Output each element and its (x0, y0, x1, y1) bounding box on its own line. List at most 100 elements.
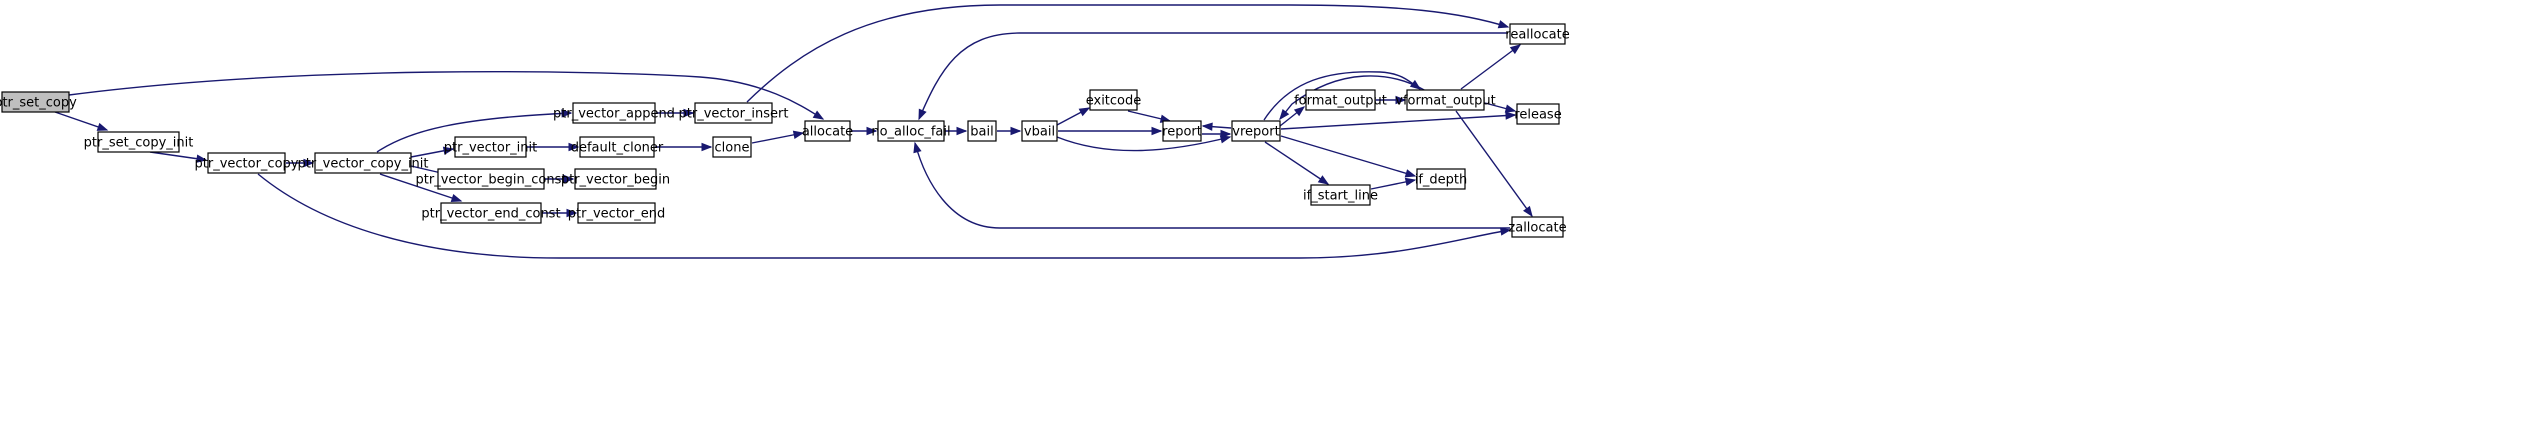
node-box[interactable] (877, 120, 945, 142)
edge-bail-to-vbail (997, 126, 1022, 136)
node-box[interactable] (1162, 120, 1202, 142)
node-box[interactable] (1305, 89, 1376, 111)
node-box[interactable] (1416, 168, 1466, 190)
node-release[interactable]: release (1514, 103, 1562, 125)
node-no-alloc-fail[interactable]: no_alloc_fail (871, 120, 951, 142)
edge-arrowhead (195, 154, 208, 163)
edge-vbail-to-vreport (1056, 135, 1232, 152)
node-if-depth[interactable]: if_depth (1415, 168, 1468, 190)
node-zallocate[interactable]: zallocate (1508, 216, 1567, 238)
node-ptr-vector-init[interactable]: ptr_vector_init (444, 136, 538, 158)
node-ptr-vector-end[interactable]: ptr_vector_end (568, 202, 665, 224)
node-box[interactable] (97, 131, 180, 153)
node-ptr-set-copy[interactable]: ptr_set_copy (0, 91, 77, 113)
node-box[interactable] (574, 168, 657, 190)
node-label: ptr_vector_copy_init (297, 157, 428, 172)
node-report[interactable]: report (1162, 120, 1202, 142)
node-ptr-vector-insert[interactable]: ptr_vector_insert (679, 102, 789, 124)
node-vreport[interactable]: vreport (1231, 120, 1281, 142)
node-box[interactable] (440, 202, 542, 224)
node-box[interactable] (454, 136, 527, 158)
edge-vformat_output-to-release (1484, 102, 1517, 113)
edge-arrowhead (1293, 106, 1306, 117)
edge-ptr_vector_append-to-ptr_vector_insert (656, 108, 695, 118)
node-bail[interactable]: bail (967, 120, 997, 142)
node-allocate[interactable]: allocate (802, 120, 853, 142)
node-vbail[interactable]: vbail (1021, 120, 1058, 142)
edge-format_output-to-vformat_output (1376, 95, 1407, 105)
node-label: ptr_vector_copy (195, 157, 299, 172)
edge-ptr_vector_copy_init-to-ptr_vector_end_const (379, 173, 463, 203)
node-ptr-vector-append[interactable]: ptr_vector_append (553, 102, 675, 124)
node-box[interactable] (579, 136, 655, 158)
node-label: reallocate (1505, 28, 1569, 43)
node-reallocate[interactable]: reallocate (1505, 23, 1570, 45)
node-label: if_start_line (1303, 189, 1378, 204)
edge-arrowhead (1504, 104, 1517, 113)
edge-arrowhead (1317, 175, 1330, 185)
node-box[interactable] (314, 152, 412, 174)
node-ptr-vector-copy[interactable]: ptr_vector_copy (195, 152, 299, 174)
node-ptr-vector-end-const[interactable]: ptr_vector_end_const (421, 202, 561, 224)
node-box[interactable] (804, 120, 851, 142)
edge-arrowhead (1499, 227, 1512, 236)
edge-ptr_vector_init-to-default_cloner (527, 142, 580, 152)
node-box[interactable] (1310, 184, 1371, 206)
node-ptr-vector-begin[interactable]: ptr_vector_begin (561, 168, 670, 190)
edge-ptr_vector_copy_init-to-ptr_vector_init (410, 146, 455, 158)
node-ptr-vector-copy-init[interactable]: ptr_vector_copy_init (297, 152, 429, 174)
node-label: allocate (802, 125, 853, 140)
call-graph-edges (54, 4, 1533, 259)
node-default-cloner[interactable]: default_cloner (571, 136, 664, 158)
node-if-start-line[interactable]: if_start_line (1303, 184, 1378, 206)
node-ptr-vector-begin-const[interactable]: ptr_vector_begin_const (416, 168, 567, 190)
edge-line (68, 70, 824, 120)
edge-arrowhead (450, 193, 463, 203)
edge-arrowhead (1151, 126, 1163, 136)
edge-vbail-to-exitcode (1056, 107, 1091, 126)
node-clone[interactable]: clone (712, 136, 752, 158)
node-box[interactable] (1406, 89, 1485, 111)
node-box[interactable] (1509, 23, 1566, 45)
node-box[interactable] (967, 120, 997, 142)
node-box[interactable] (1231, 120, 1281, 142)
node-format-output[interactable]: format_output (1294, 89, 1387, 111)
edge-arrowhead (1505, 111, 1517, 120)
node-vformat-output[interactable]: vformat_output (1395, 89, 1496, 111)
edge-ptr_set_copy-to-allocate (68, 70, 825, 120)
node-exitcode[interactable]: exitcode (1086, 89, 1142, 111)
edge-arrowhead (1220, 129, 1232, 139)
edge-ptr_set_copy_init-to-ptr_vector_copy (149, 151, 208, 163)
node-box[interactable] (572, 102, 656, 124)
node-box[interactable] (694, 102, 773, 124)
edge-ptr_vector_copy-to-zallocate (257, 173, 1512, 259)
node-box[interactable] (1021, 120, 1058, 142)
edge-vformat_output-to-reallocate (1460, 44, 1522, 90)
edge-arrowhead (866, 126, 878, 136)
edge-report-to-vreport (1202, 129, 1232, 139)
edge-ptr_vector_end_const-to-ptr_vector_end (542, 208, 578, 218)
node-box[interactable] (1, 91, 70, 113)
edge-arrowhead (1404, 169, 1417, 178)
node-box[interactable] (577, 202, 656, 224)
node-label: default_cloner (571, 141, 664, 156)
node-box[interactable] (1089, 89, 1138, 111)
node-box[interactable] (1516, 103, 1560, 125)
edge-no_alloc_fail-to-bail (945, 126, 968, 136)
edge-line (1056, 136, 1231, 152)
node-box[interactable] (207, 152, 286, 174)
node-box[interactable] (712, 136, 752, 158)
edge-vreport-to-release (1280, 111, 1517, 130)
edge-line (1460, 44, 1521, 90)
edge-arrowhead (1509, 44, 1522, 55)
edge-vreport-to-if_start_line (1264, 141, 1330, 185)
node-ptr-set-copy-init[interactable]: ptr_set_copy_init (84, 131, 194, 153)
edge-arrowhead (1201, 122, 1213, 131)
node-box[interactable] (1511, 216, 1564, 238)
edge-arrowhead (812, 110, 825, 120)
node-label: if_depth (1415, 173, 1468, 188)
edge-arrowhead (303, 158, 315, 168)
edge-zallocate-to-no_alloc_fail (913, 141, 1510, 229)
node-box[interactable] (437, 168, 545, 190)
edge-arrowhead (1010, 126, 1022, 136)
